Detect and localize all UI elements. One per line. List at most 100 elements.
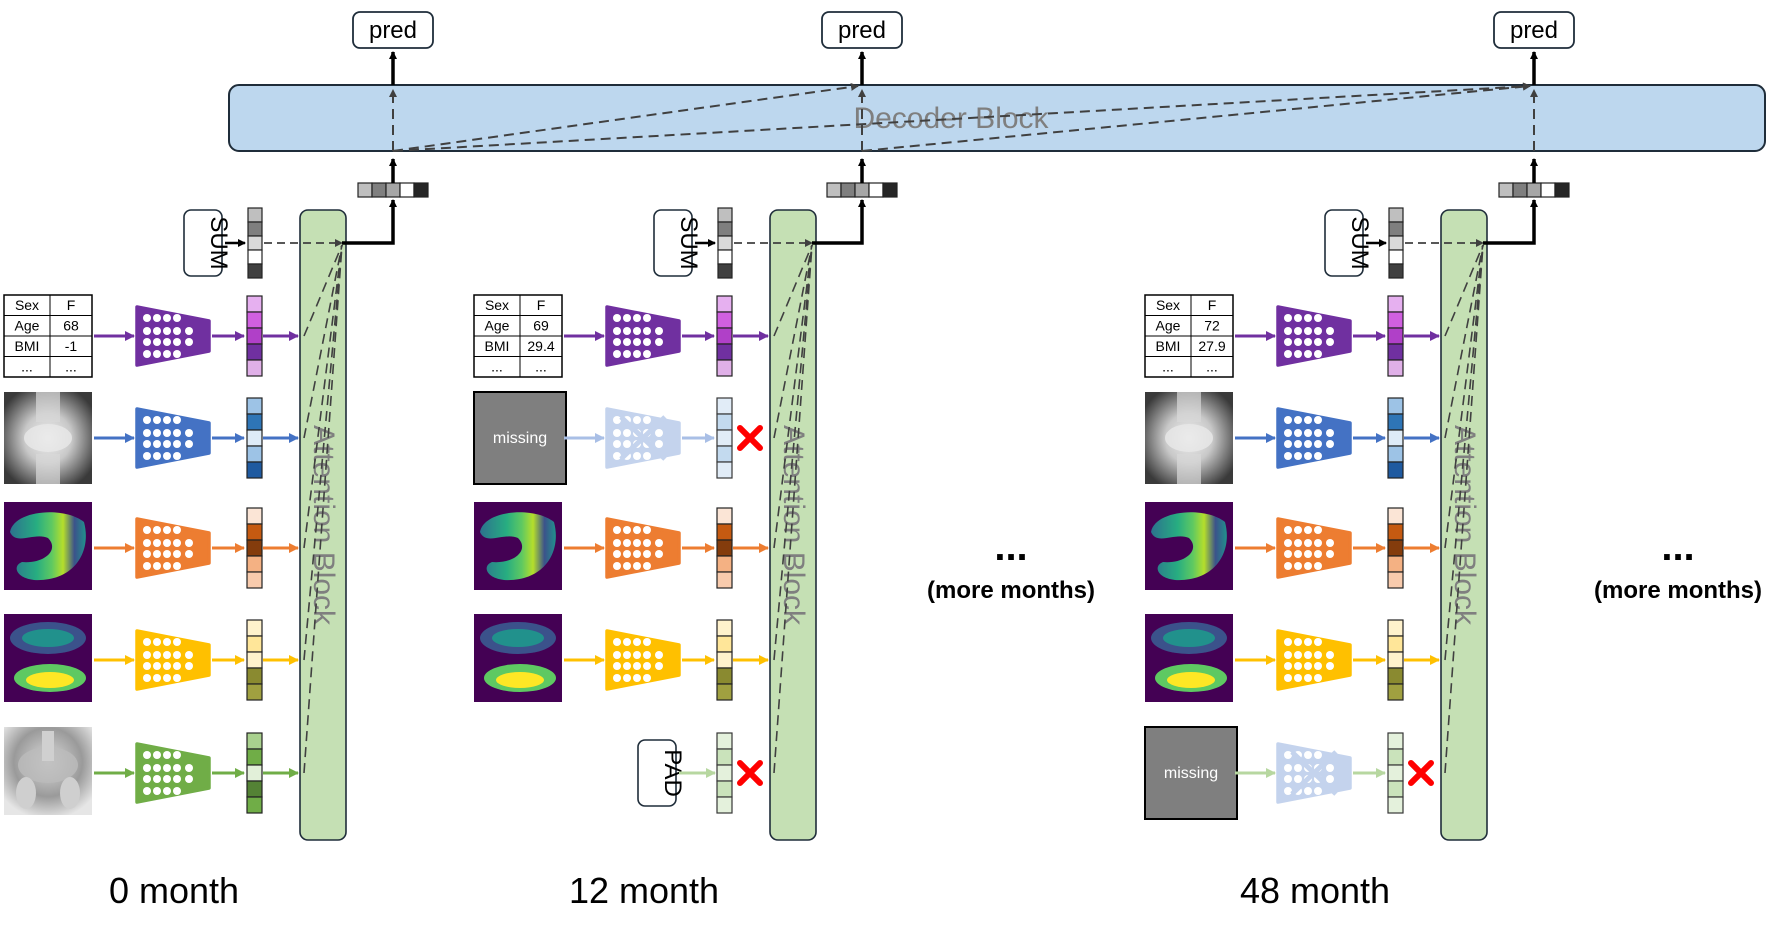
attention-block <box>1440 209 1488 841</box>
embedding-vector-icon <box>246 619 263 701</box>
svg-text:F: F <box>67 297 76 313</box>
modality-row-knee <box>1145 392 1440 484</box>
svg-text:pred: pred <box>1510 17 1558 44</box>
more-months-dots-2: ... <box>1661 525 1694 569</box>
svg-text:BMI: BMI <box>1156 338 1181 354</box>
encoder-trapezoid-icon <box>135 305 211 367</box>
encoder-trapezoid-icon <box>135 742 211 804</box>
modality-row-cart <box>474 614 769 702</box>
attention-output-arrow <box>342 199 397 245</box>
embedding-vector-icon <box>716 295 733 377</box>
modality-row-cart <box>4 614 299 702</box>
encoder-trapezoid-icon <box>135 407 211 469</box>
modality-row-thick <box>1145 502 1440 590</box>
modality-row-cart <box>1145 614 1440 702</box>
attention-dashed-line <box>1444 244 1484 661</box>
embedding-vector-icon <box>246 397 263 479</box>
cross-icon <box>1408 760 1434 786</box>
sum-vector <box>1388 207 1404 279</box>
attention-dashed-line <box>303 244 343 549</box>
embedding-vector-icon <box>716 397 733 479</box>
encoder-trapezoid-icon <box>605 407 681 469</box>
attention-dashed-line <box>773 244 813 774</box>
modality-row-hip: PAD <box>637 732 763 814</box>
svg-text:missing: missing <box>1164 765 1218 782</box>
decoder-label: Decoder Block <box>853 102 1049 135</box>
encoder-trapezoid-icon <box>1276 407 1352 469</box>
embedding-vector-icon <box>246 507 263 589</box>
attention-dashed-line <box>1444 244 1484 774</box>
attention-dashed-line <box>303 244 343 337</box>
svg-text:69: 69 <box>533 318 549 334</box>
attention-dashed-line <box>303 244 343 774</box>
sum-label: SUM <box>653 209 702 277</box>
thickness-map-image <box>1145 502 1233 590</box>
embedding-vector-icon <box>716 732 733 814</box>
svg-text:pred: pred <box>369 17 417 44</box>
attention-dashed-line <box>1444 244 1484 337</box>
svg-text:Age: Age <box>15 318 40 334</box>
attention-dashed-line <box>773 244 813 661</box>
missing-input: missing <box>473 391 567 485</box>
svg-text:Age: Age <box>485 318 510 334</box>
encoder-trapezoid-icon <box>605 629 681 691</box>
attention-block <box>769 209 817 841</box>
svg-text:...: ... <box>1206 359 1218 375</box>
embedding-vector-icon <box>716 619 733 701</box>
attention-dashed-line <box>773 244 813 337</box>
svg-text:27.9: 27.9 <box>1198 338 1225 354</box>
attention-dashed-line <box>1444 244 1484 439</box>
modality-row-thick <box>4 502 299 590</box>
output-embedding <box>1498 182 1570 198</box>
encoder-trapezoid-icon <box>135 629 211 691</box>
timepoint-label: 48 month <box>1240 870 1390 911</box>
svg-text:68: 68 <box>63 318 79 334</box>
decoder-attention-links <box>389 82 1538 152</box>
cartilage-map-image <box>474 614 562 702</box>
embedding-vector-icon <box>716 507 733 589</box>
svg-text:29.4: 29.4 <box>527 338 554 354</box>
missing-input: missing <box>1144 726 1238 820</box>
pred-box: pred <box>352 11 434 49</box>
modality-row-hip <box>4 727 299 815</box>
svg-text:...: ... <box>65 359 77 375</box>
svg-text:...: ... <box>535 359 547 375</box>
svg-text:...: ... <box>1162 359 1174 375</box>
modality-row-hip: missing <box>1144 726 1434 820</box>
svg-text:BMI: BMI <box>15 338 40 354</box>
attention-label: Attention Block <box>1448 425 1481 626</box>
embedding-vector-icon <box>1387 732 1404 814</box>
cartilage-map-image <box>1145 614 1233 702</box>
modality-row-thick <box>474 502 769 590</box>
embedding-vector-icon <box>1387 619 1404 701</box>
attention-block <box>299 209 347 841</box>
thickness-map-image <box>4 502 92 590</box>
svg-text:72: 72 <box>1204 318 1220 334</box>
knee-xray-image <box>1145 392 1233 484</box>
sum-vector <box>247 207 263 279</box>
svg-text:Age: Age <box>1156 318 1181 334</box>
svg-text:pred: pred <box>838 17 886 44</box>
modality-row-knee <box>4 392 299 484</box>
output-embedding <box>357 182 429 198</box>
attention-output-arrow <box>812 199 866 245</box>
cross-icon <box>737 425 763 451</box>
svg-text:...: ... <box>21 359 33 375</box>
more-months-label-2: (more months) <box>1594 577 1762 604</box>
svg-text:Sex: Sex <box>15 297 39 313</box>
attention-dashed-line <box>773 244 813 549</box>
encoder-trapezoid-icon <box>605 517 681 579</box>
sum-vector <box>717 207 733 279</box>
encoder-trapezoid-icon <box>1276 742 1352 804</box>
pred-box: pred <box>1493 11 1575 49</box>
svg-text:missing: missing <box>493 430 547 447</box>
embedding-vector-icon <box>1387 397 1404 479</box>
svg-text:-1: -1 <box>65 338 78 354</box>
